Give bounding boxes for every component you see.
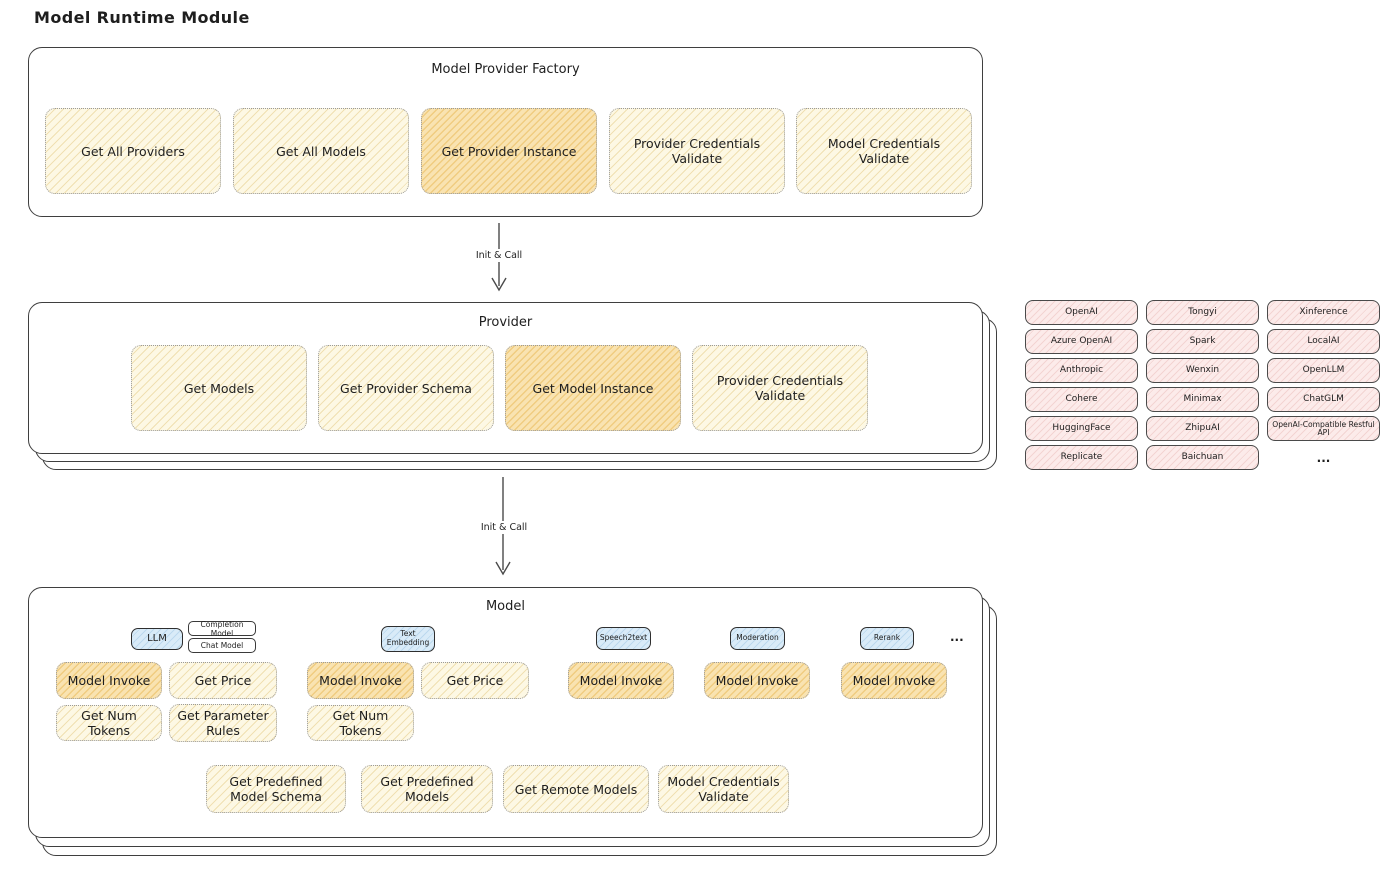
providers-ellipsis: ... bbox=[1316, 450, 1331, 465]
provider-chip-chatglm: ChatGLM bbox=[1267, 387, 1380, 412]
arrow2-label: Init & Call bbox=[475, 521, 533, 534]
llm-get-price: Get Price bbox=[169, 662, 277, 699]
provider-chip-xinference: Xinference bbox=[1267, 300, 1380, 325]
provider-chip-wenxin: Wenxin bbox=[1146, 358, 1259, 383]
provider-chip-openai-compatible: OpenAI-Compatible Restful API bbox=[1267, 416, 1380, 441]
provider-title: Provider bbox=[478, 315, 533, 330]
provider-chip-openllm: OpenLLM bbox=[1267, 358, 1380, 383]
diagram-title: Model Runtime Module bbox=[34, 8, 250, 27]
tag-speech2text: Speech2text bbox=[596, 627, 651, 650]
get-remote-models: Get Remote Models bbox=[503, 765, 649, 813]
model-tags-ellipsis: ... bbox=[950, 630, 964, 644]
provider-chip-localai: LocalAI bbox=[1267, 329, 1380, 354]
llm-get-num-tokens: Get Num Tokens bbox=[56, 705, 162, 741]
arrow1-label: Init & Call bbox=[470, 249, 528, 262]
speech2text-model-invoke: Model Invoke bbox=[568, 662, 674, 699]
factory-get-all-providers: Get All Providers bbox=[45, 108, 221, 194]
tag-rerank: Rerank bbox=[860, 627, 914, 650]
embedding-get-price: Get Price bbox=[421, 662, 529, 699]
llm-get-parameter-rules: Get Parameter Rules bbox=[169, 704, 277, 742]
get-predefined-models: Get Predefined Models bbox=[361, 765, 493, 813]
provider-chip-spark: Spark bbox=[1146, 329, 1259, 354]
provider-get-models: Get Models bbox=[131, 345, 307, 431]
provider-chip-minimax: Minimax bbox=[1146, 387, 1259, 412]
factory-provider-credentials-validate: Provider Credentials Validate bbox=[609, 108, 785, 194]
provider-chip-cohere: Cohere bbox=[1025, 387, 1138, 412]
tag-text-embedding: Text Embedding bbox=[381, 626, 435, 652]
provider-chip-openai: OpenAI bbox=[1025, 300, 1138, 325]
embedding-model-invoke: Model Invoke bbox=[307, 662, 414, 699]
provider-chip-baichuan: Baichuan bbox=[1146, 445, 1259, 470]
tag-moderation: Moderation bbox=[730, 627, 785, 650]
factory-get-provider-instance: Get Provider Instance bbox=[421, 108, 597, 194]
providers-grid: OpenAI Tongyi Xinference Azure OpenAI Sp… bbox=[1025, 300, 1380, 470]
provider-get-model-instance: Get Model Instance bbox=[505, 345, 681, 431]
tag-llm: LLM bbox=[131, 628, 183, 650]
provider-chip-huggingface: HuggingFace bbox=[1025, 416, 1138, 441]
model-title: Model bbox=[485, 599, 526, 614]
provider-chip-zhipuai: ZhipuAI bbox=[1146, 416, 1259, 441]
provider-chip-tongyi: Tongyi bbox=[1146, 300, 1259, 325]
provider-chip-replicate: Replicate bbox=[1025, 445, 1138, 470]
model-credentials-validate: Model Credentials Validate bbox=[658, 765, 789, 813]
provider-chip-anthropic: Anthropic bbox=[1025, 358, 1138, 383]
tag-chat-model: Chat Model bbox=[188, 638, 256, 653]
provider-get-provider-schema: Get Provider Schema bbox=[318, 345, 494, 431]
get-predefined-model-schema: Get Predefined Model Schema bbox=[206, 765, 346, 813]
factory-title: Model Provider Factory bbox=[431, 62, 580, 77]
factory-get-all-models: Get All Models bbox=[233, 108, 409, 194]
moderation-model-invoke: Model Invoke bbox=[704, 662, 810, 699]
provider-credentials-validate: Provider Credentials Validate bbox=[692, 345, 868, 431]
tag-completion-model: Completion Model bbox=[188, 620, 256, 638]
factory-model-credentials-validate: Model Credentials Validate bbox=[796, 108, 972, 194]
embedding-get-num-tokens: Get Num Tokens bbox=[307, 705, 414, 741]
model-frame: Model LLM Completion Model Chat Model Te… bbox=[28, 587, 983, 838]
rerank-model-invoke: Model Invoke bbox=[841, 662, 947, 699]
llm-model-invoke: Model Invoke bbox=[56, 662, 162, 699]
provider-chip-azure-openai: Azure OpenAI bbox=[1025, 329, 1138, 354]
provider-frame: Provider Get Models Get Provider Schema … bbox=[28, 302, 983, 454]
factory-frame: Model Provider Factory Get All Providers… bbox=[28, 47, 983, 217]
